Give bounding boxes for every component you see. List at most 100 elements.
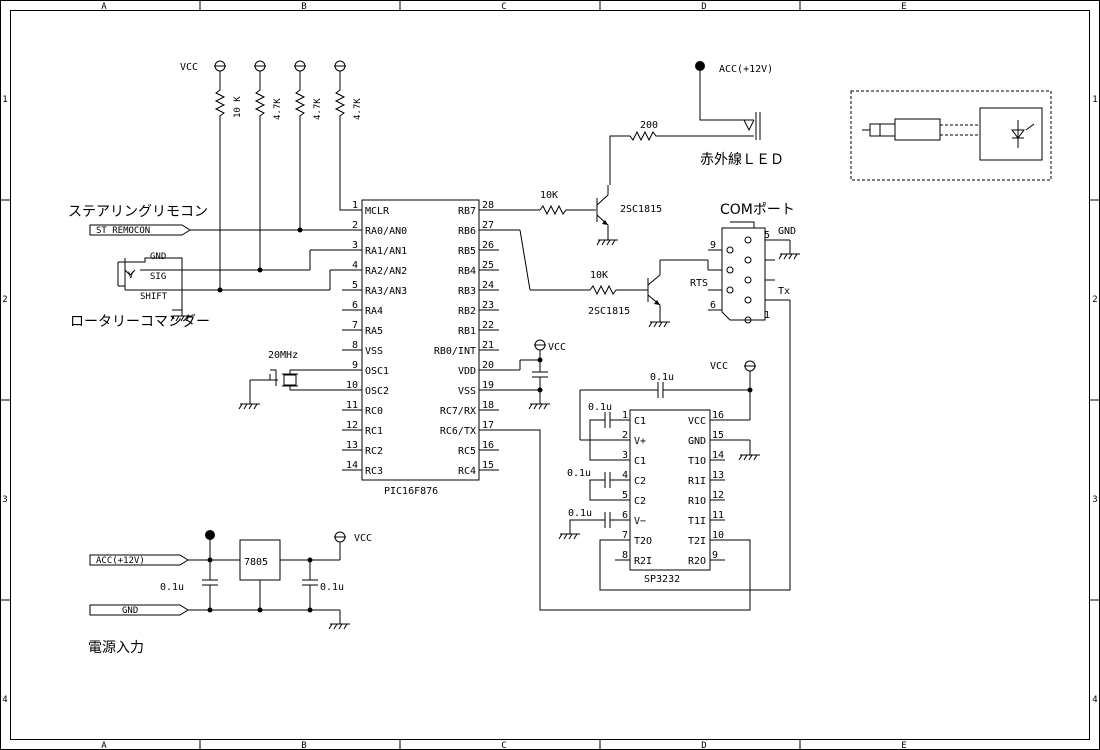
pic-pin-name: RB4 xyxy=(458,266,476,277)
pic-pin-name: RC7/RX xyxy=(440,406,476,417)
ir-led-driver: ACC(+12V) 200 赤外線ＬＥＤ 10K 2SC1815 xyxy=(479,61,784,246)
resistor-4k7-c xyxy=(334,71,362,211)
pic-pin-number: 9 xyxy=(352,360,358,371)
sp3232-pin-3: 3C1 xyxy=(615,450,646,467)
steering-remocon-title: ステアリングリモコン xyxy=(68,204,208,220)
col-label-a: A xyxy=(101,2,107,12)
sp3232-pin-number: 2 xyxy=(622,430,628,441)
pic-pin-number: 11 xyxy=(346,400,358,411)
sp3232-pin-number: 15 xyxy=(712,430,724,441)
pic-pin-name: VSS xyxy=(458,386,476,397)
pic-pin-name: RA2/AN2 xyxy=(365,266,407,277)
ground-symbol-jack xyxy=(170,310,192,322)
sp3232-pin-name: R1O xyxy=(688,496,706,507)
v-label-jack: V xyxy=(128,271,134,281)
pic-pin-name: RC0 xyxy=(365,406,383,417)
acc-label-ir: ACC(+12V) xyxy=(719,64,773,75)
crystal-label: 20MHz xyxy=(268,350,298,361)
pic-pin-number: 18 xyxy=(482,400,494,411)
pic-power-decoupling: VCC xyxy=(479,339,566,410)
col-label-c-bottom: C xyxy=(501,741,506,750)
com-tx-label: Tx xyxy=(778,286,790,297)
gnd-input-port xyxy=(89,604,189,616)
com-pin1-label: 1 xyxy=(764,310,770,321)
com-pin5-label: 5 xyxy=(764,230,770,241)
pic-pin-name: RB7 xyxy=(458,206,476,217)
sig-label-jack: SIG xyxy=(150,272,166,282)
sp3232-pin-number: 8 xyxy=(622,550,628,561)
pic-pin-name: RA0/AN0 xyxy=(365,226,407,237)
sp3232-pin-name: VCC xyxy=(688,416,706,427)
pic-pin-number: 27 xyxy=(482,220,494,231)
sp3232-pin-number: 9 xyxy=(712,550,718,561)
pic-pin-number: 3 xyxy=(352,240,358,251)
sp3232-pin-name: R1I xyxy=(688,476,706,487)
sp3232-pin-5: 5C2 xyxy=(615,490,646,507)
sp3232-pin-name: R2O xyxy=(688,556,706,567)
pic-pin-name: MCLR xyxy=(365,206,390,217)
gnd-label-jack: GND xyxy=(150,252,166,262)
row-label-1: 1 xyxy=(2,95,7,105)
power-input-title: 電源入力 xyxy=(88,640,144,656)
sp3232-pin-name: T1I xyxy=(688,516,706,527)
sp3232-pin-number: 14 xyxy=(712,450,724,461)
sp3232-pin-number: 4 xyxy=(622,470,628,481)
pic-pin-number: 12 xyxy=(346,420,358,431)
col-label-c: C xyxy=(501,2,506,12)
vcc-label-pullup: VCC xyxy=(180,62,198,73)
ir-base-resistor-label: 10K xyxy=(540,190,558,201)
rts-base-resistor xyxy=(589,284,648,296)
pic-pin-name: RA4 xyxy=(365,306,383,317)
regulator-label: 7805 xyxy=(244,557,268,568)
com-pin9-label: 9 xyxy=(710,240,716,251)
col-label-d-bottom: D xyxy=(701,741,706,750)
pic-pin-number: 5 xyxy=(352,280,358,291)
pic-pin-number: 22 xyxy=(482,320,494,331)
sp-vcc-label: VCC xyxy=(710,361,728,372)
db9-connector xyxy=(721,227,766,321)
pic-pin-number: 17 xyxy=(482,420,494,431)
vcc-terminal-2 xyxy=(254,60,266,72)
rotary-commander-jack: GND V SIG SHIFT ロータリーコマンダー xyxy=(70,249,362,330)
sp3232-pin-name: V− xyxy=(634,516,646,527)
pic-pin-number: 20 xyxy=(482,360,494,371)
pic-pin-number: 7 xyxy=(352,320,358,331)
pic-pin-number: 1 xyxy=(352,200,358,211)
row-label-1-right: 1 xyxy=(1092,95,1097,105)
pic16f876: PIC16F876 1MCLR2RA0/AN03RA1/AN14RA2/AN25… xyxy=(342,199,499,497)
pic-pin-name: RB0/INT xyxy=(434,346,476,357)
pic-pin-number: 26 xyxy=(482,240,494,251)
com-rts-label: RTS xyxy=(690,278,708,289)
power-cap-out-label: 0.1u xyxy=(320,582,344,593)
sp3232-pin-number: 13 xyxy=(712,470,724,481)
power-vcc-label: VCC xyxy=(354,533,372,544)
sp3232-pin-name: T2I xyxy=(688,536,706,547)
crystal-20mhz: 20MHz xyxy=(238,350,362,410)
sp3232-pin-6: 6V− xyxy=(615,510,646,527)
sp3232-pin-name: C2 xyxy=(634,476,646,487)
pic-pin-name: VSS xyxy=(365,346,383,357)
pic-pin-name: RC1 xyxy=(365,426,383,437)
